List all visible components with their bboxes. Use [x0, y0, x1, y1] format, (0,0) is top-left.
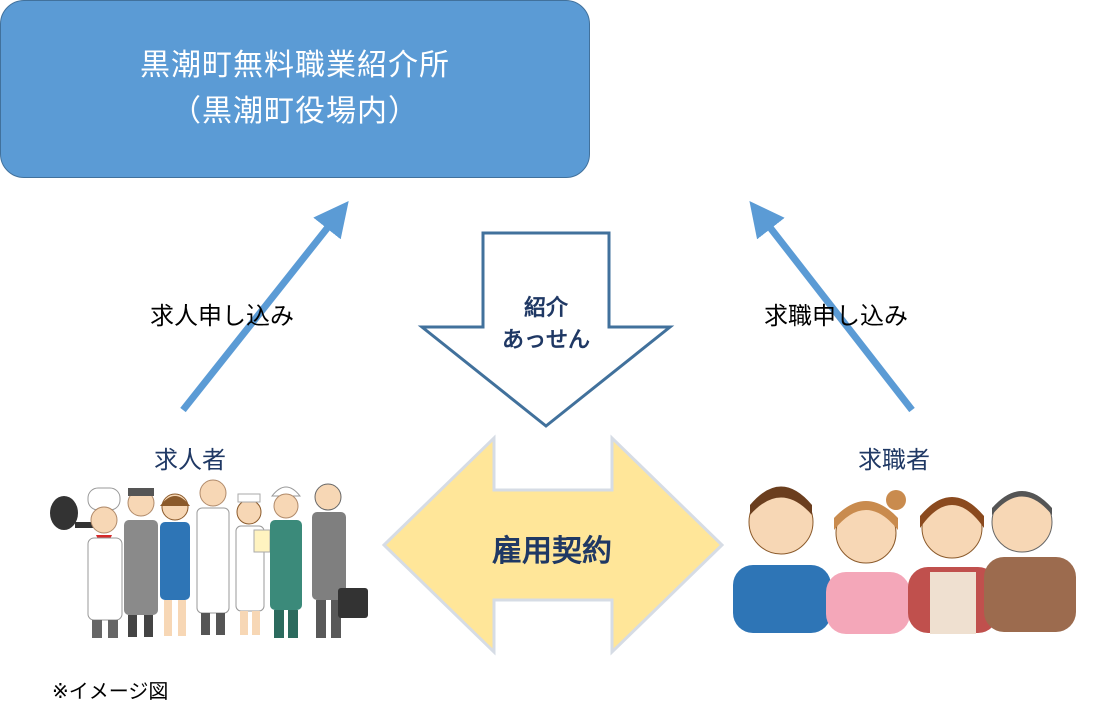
referral-label: 紹介 あっせん: [483, 293, 609, 357]
office-box: 黒潮町無料職業紹介所 （黒潮町役場内）: [0, 0, 590, 178]
office-name: 黒潮町無料職業紹介所: [140, 48, 450, 83]
jobseeker-application-arrow: [749, 200, 915, 413]
employer-application-label: 求人申し込み: [150, 302, 294, 330]
referral-label-line1: 紹介: [523, 296, 568, 321]
employers-label: 求人者: [154, 446, 226, 474]
employment-contract-arrow: [381, 434, 725, 656]
job-seekers-illustration: [733, 486, 1076, 634]
jobseeker-application-label: 求職申し込み: [764, 302, 908, 330]
image-note: ※イメージ図: [52, 679, 169, 703]
office-location: （黒潮町役場内）: [171, 94, 419, 129]
employer-application-arrow: [180, 201, 349, 413]
employers-illustration: [50, 479, 368, 638]
job-seekers-label: 求職者: [858, 446, 930, 474]
referral-label-line2: あっせん: [501, 328, 590, 353]
employment-contract-label: 雇用契約: [492, 534, 612, 569]
referral-arrow: [417, 231, 675, 428]
